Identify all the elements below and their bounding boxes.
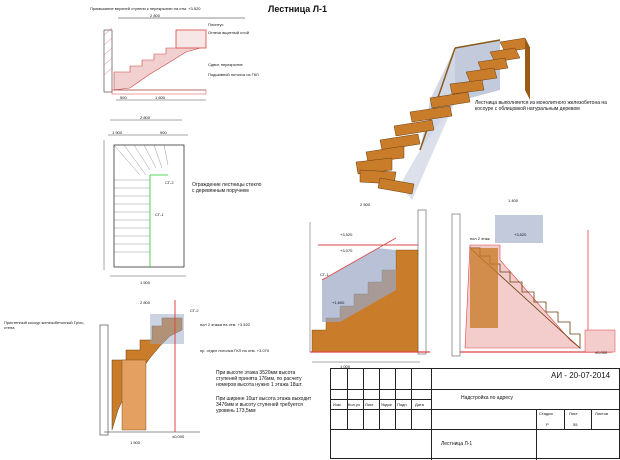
left-dim-1: 2 800 [140, 300, 151, 305]
stamp-stage: Р [546, 422, 549, 427]
detail-title: Примыкание верхней ступени к перекрытию … [90, 6, 201, 11]
note-2: При ширине 10шт высота этажа выходит 347… [216, 396, 312, 414]
note-1: При высоте этажа 3520мм высота ступеней … [216, 370, 303, 388]
right-label-1: +3,520 [514, 232, 527, 237]
description-3d: Лестница выполняется из монолитного желе… [475, 100, 607, 112]
mid-label-2: +3,070 [340, 248, 353, 253]
right-section [451, 213, 616, 357]
callout-3: Сдвиг, перекрытие [208, 62, 243, 67]
left-callout-2: пр. отдел потолка ГКЛ на отм. +3.070 [200, 348, 270, 353]
stamp-sheets-header: Листов [595, 411, 608, 416]
right-dim-1: 1 400 [508, 198, 519, 203]
title-block: АИ - 20-07-2014 Надстройка по адресу Лес… [330, 368, 620, 460]
callout-2: Огнеза ащитный слой [208, 30, 249, 35]
stamp-col-6: Дата [415, 402, 424, 407]
plan-dim-2: 1 900 [112, 130, 123, 135]
stair-3d-view [355, 37, 531, 200]
plan-label-sg2: СГ-2 [165, 180, 174, 185]
plan-label-sg1: СГ-1 [155, 212, 164, 217]
stamp-stage-header: Стадия [539, 411, 553, 416]
mid-dim-1: 2 500 [360, 202, 371, 207]
stamp-sheet-name: Лестница Л-1 [441, 441, 473, 447]
mid-label-3: +1,600 [332, 300, 345, 305]
left-dim-2: 1 500 [130, 440, 141, 445]
plan-dim-3: 900 [160, 130, 167, 135]
left-mark-zero: ±0,000 [172, 434, 185, 439]
stair-plan [103, 119, 188, 277]
mid-label-sg1: СГ-1 [320, 272, 329, 277]
plan-note: Ограждение лестницы стекло с деревянным … [192, 182, 262, 194]
right-label-zero: ±0,000 [595, 350, 608, 355]
sheet-title: Лестница Л-1 [268, 4, 328, 14]
stamp-code: АИ - 20-07-2014 [551, 371, 611, 380]
left-section-note: Пристенный косоур железобетонный Гр/лс, … [4, 320, 85, 330]
stamp-col-1: Изм. [333, 402, 342, 407]
dim-top-3: 1 600 [155, 95, 166, 100]
plan-dim-1: 2 800 [140, 115, 151, 120]
top-stair-detail [103, 17, 245, 101]
stamp-col-5: Подп. [397, 402, 408, 407]
left-callout-3: СГ-2 [190, 308, 199, 313]
callout-1: Плинтус [208, 22, 224, 27]
dim-top-2: 500 [120, 95, 127, 100]
stamp-col-3: Лист [365, 402, 374, 407]
mid-label-1: +3,520 [340, 232, 353, 237]
stamp-col-2: Кол.уч [348, 402, 360, 407]
right-label-2: пол 2 этаж [470, 236, 490, 241]
stamp-sheet-no: 55 [573, 422, 578, 427]
stamp-sheet-header: Лист [569, 411, 578, 416]
left-section [99, 300, 200, 436]
plan-dim-4: 1 500 [140, 280, 151, 285]
dim-top-1: 2 800 [150, 13, 161, 18]
left-callout-1: пол 2 этажа на отм. +3.520 [200, 322, 250, 327]
callout-4: Подшивной потолок из ГКЛ [208, 72, 259, 77]
stamp-col-4: №док [381, 402, 392, 407]
middle-section [309, 209, 430, 363]
mid-dim-2: 1 000 [340, 364, 351, 369]
stamp-object: Надстройка по адресу [461, 395, 514, 401]
